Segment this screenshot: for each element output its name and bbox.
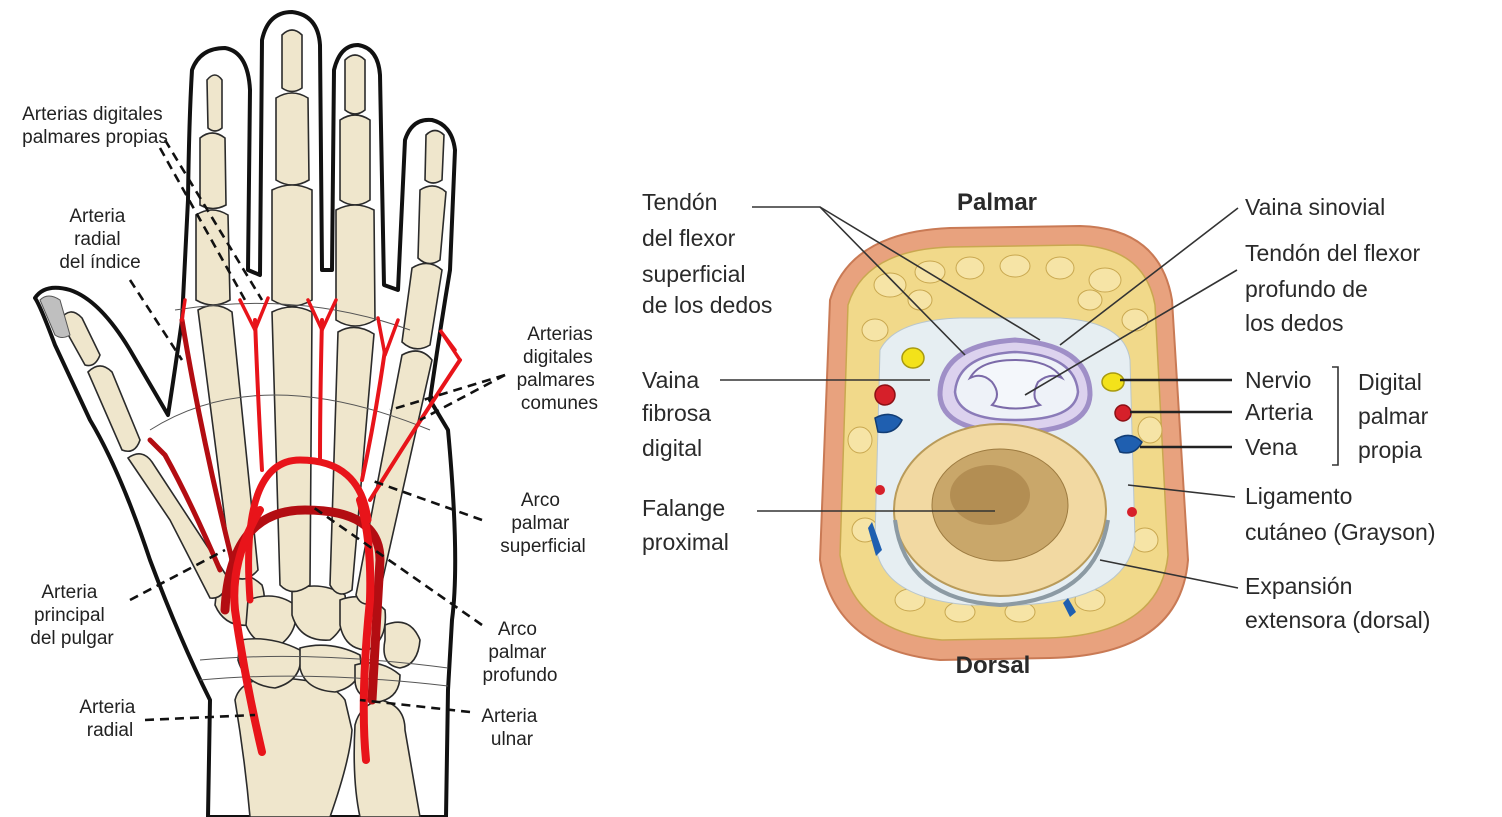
label-arteria: Arteria	[1245, 399, 1313, 425]
hand-illustration: Arterias digitales palmares propias Arte…	[0, 0, 620, 817]
label-expansion: Expansión extensora (dorsal)	[1245, 573, 1430, 633]
label-vaina-sinovial: Vaina sinovial	[1245, 194, 1385, 220]
label-vaina-fibrosa: Vaina fibrosa digital	[642, 367, 717, 461]
label-digital-group: Digital palmar propia	[1358, 369, 1435, 463]
hand-arteries-diagram: Arterias digitales palmares propias Arte…	[0, 0, 620, 817]
label-palmar: Palmar	[957, 189, 1037, 216]
label-radial: Arteria radial	[79, 697, 140, 741]
cross-section-illustration: Palmar Dorsal Tendón del flexor superfic…	[620, 0, 1502, 817]
label-ulnar: Arteria ulnar	[481, 706, 542, 750]
label-dorsal: Dorsal	[956, 652, 1031, 679]
label-tendon-profundo: Tendón del flexor profundo de los dedos	[1245, 240, 1427, 336]
label-vena: Vena	[1245, 434, 1298, 460]
label-digitales-propias: Arterias digitales palmares propias	[22, 104, 168, 148]
label-arco-profundo: Arco palmar profundo	[482, 619, 557, 686]
finger-cross-section-diagram: Palmar Dorsal Tendón del flexor superfic…	[620, 0, 1502, 817]
digital-artery	[1115, 405, 1131, 421]
label-radial-indice: Arteria radial del índice	[59, 206, 140, 273]
label-nervio: Nervio	[1245, 367, 1311, 393]
label-tendon-superficial: Tendón del flexor superficial de los ded…	[642, 189, 772, 318]
label-principal-pulgar: Arteria principal del pulgar	[30, 582, 114, 649]
digital-nerve	[1102, 373, 1124, 391]
label-arco-superficial: Arco palmar superficial	[500, 490, 586, 557]
label-digitales-comunes: Arterias digitales palmares comunes	[517, 324, 600, 414]
label-falange: Falange proximal	[642, 495, 732, 555]
label-ligamento: Ligamento cutáneo (Grayson)	[1245, 483, 1435, 545]
